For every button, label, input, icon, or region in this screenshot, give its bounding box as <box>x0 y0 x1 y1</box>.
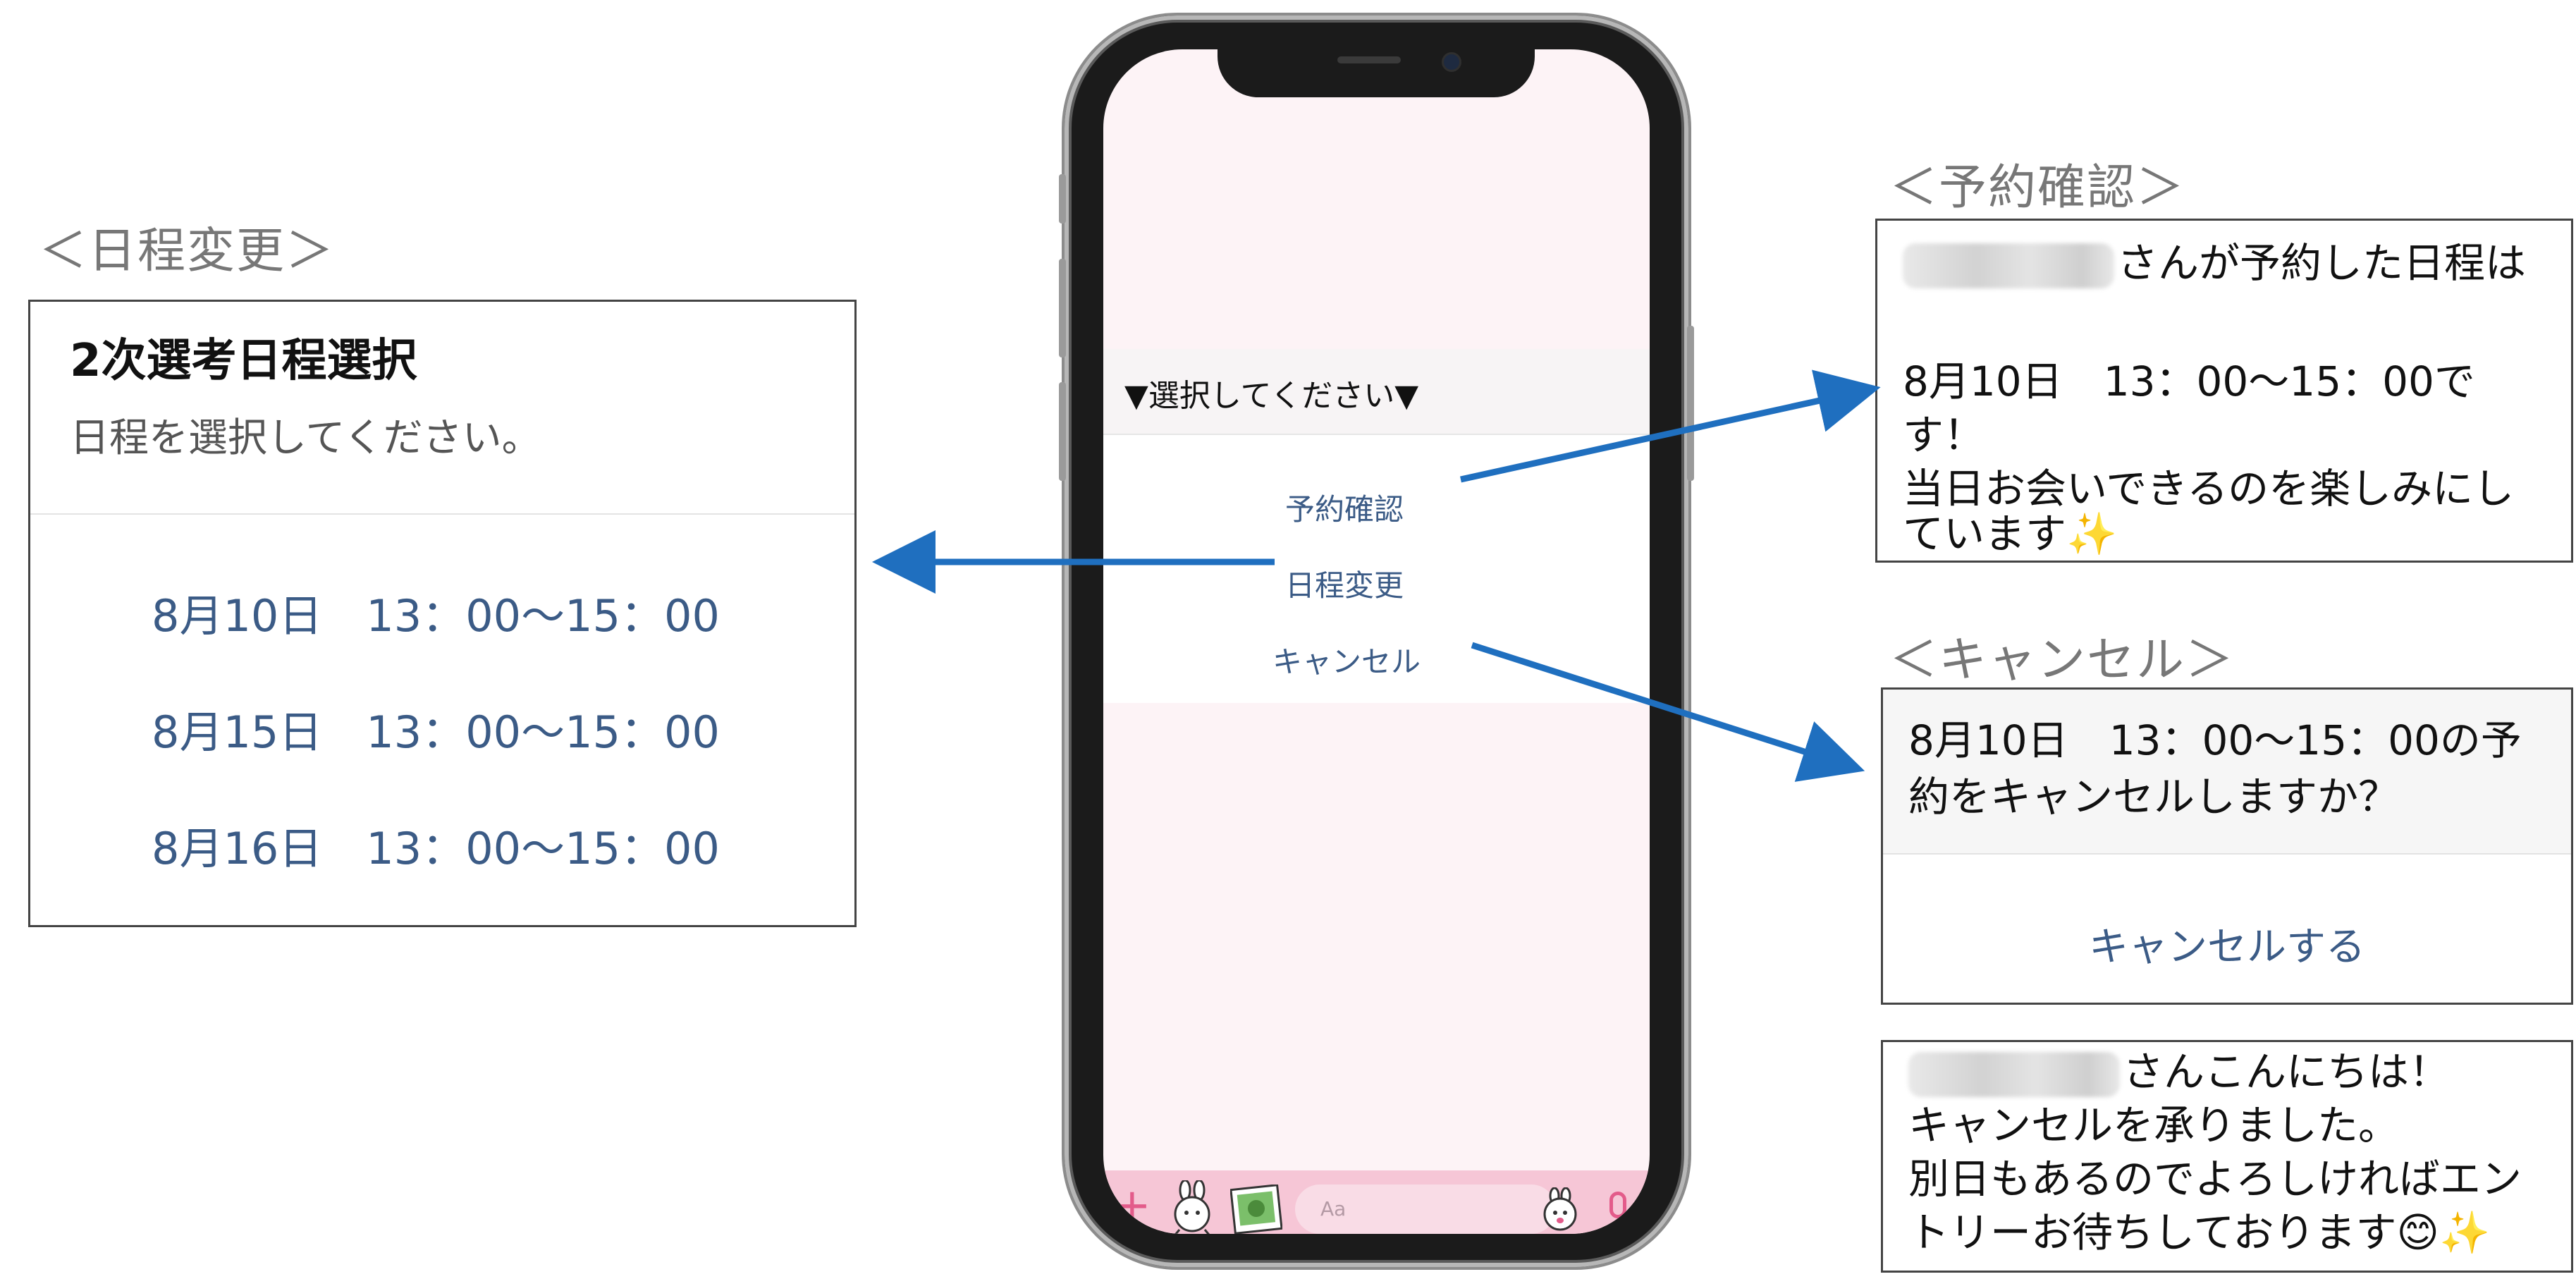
cancel-confirm-line-1: 8月10日 13：00～15：00の予 <box>1908 716 2522 764</box>
phone-notch <box>1218 34 1535 97</box>
date-option-2[interactable]: 8月15日 13：00～15：00 <box>152 706 720 758</box>
phone-volume-up <box>1059 259 1066 357</box>
reschedule-section-label: ＜日程変更＞ <box>39 224 336 279</box>
menu-item-reservation-confirm[interactable]: 予約確認 <box>1285 492 1404 527</box>
rich-menu-options: 予約確認 日程変更 キャンセル <box>1103 435 1650 703</box>
cancel-confirm-question <box>1883 690 2571 855</box>
cancel-done-line-3: 別日もあるのでよろしければエン <box>1908 1155 2522 1203</box>
phone-camera <box>1442 52 1461 72</box>
cancel-done-line-2: キャンセルを承りました。 <box>1908 1101 2400 1149</box>
cancel-done-line-4: トリーお待ちしております😊✨ <box>1908 1208 2491 1256</box>
cancel-done-line-1-text: さんこんにちは！ <box>2123 1048 2451 1096</box>
confirm-line-3: す！ <box>1903 411 1985 459</box>
cancel-section-label: ＜キャンセル＞ <box>1889 632 2235 688</box>
confirm-line-5: ています✨ <box>1903 510 2118 558</box>
phone-frame: ▼選択してください▼ 予約確認 日程変更 キャンセル + Aa <box>1059 16 1694 1267</box>
plus-icon[interactable]: + <box>1113 1180 1151 1232</box>
rich-menu-header-text: ▼選択してください▼ <box>1124 378 1419 414</box>
cancel-done-message: さんこんにちは！ キャンセルを承りました。 別日もあるのでよろしければエン トリ… <box>1881 1040 2573 1273</box>
menu-item-reschedule[interactable]: 日程変更 <box>1285 568 1404 603</box>
message-input[interactable]: Aa <box>1295 1185 1556 1234</box>
reservation-confirm-message: さんが予約した日程は 8月10日 13：00～15：00で す！ 当日お会いでき… <box>1875 219 2573 563</box>
message-input-placeholder: Aa <box>1320 1197 1347 1220</box>
menu-item-cancel[interactable]: キャンセル <box>1272 644 1421 679</box>
chat-input-bar: + Aa <box>1103 1170 1650 1234</box>
date-option-1[interactable]: 8月10日 13：00～15：00 <box>152 590 720 642</box>
image-icon[interactable] <box>1230 1185 1282 1234</box>
cancel-confirm-line-2: 約をキャンセルしますか？ <box>1908 773 2400 821</box>
cancel-confirm-panel: 8月10日 13：00～15：00の予 約をキャンセルしますか？ キャンセルする <box>1881 687 2573 1005</box>
confirm-section-label: ＜予約確認＞ <box>1889 160 2186 216</box>
reschedule-panel: 2次選考日程選択 日程を選択してください。 8月10日 13：00～15：00 … <box>28 300 857 927</box>
date-option-3[interactable]: 8月16日 13：00～15：00 <box>152 823 720 874</box>
phone-mute-switch <box>1059 174 1066 224</box>
blurred-username <box>1903 243 2114 288</box>
blurred-username <box>1908 1051 2120 1097</box>
reschedule-title: 2次選考日程選択 <box>70 335 417 387</box>
microphone-icon[interactable] <box>1609 1192 1626 1218</box>
phone-power-button <box>1687 326 1694 481</box>
reschedule-subtitle: 日程を選択してください。 <box>70 415 541 461</box>
sticker-icon[interactable] <box>1165 1180 1222 1234</box>
confirm-line-1-text: さんが予約した日程は <box>2117 239 2527 287</box>
phone-speaker <box>1337 56 1401 63</box>
emoji-icon[interactable] <box>1538 1187 1583 1232</box>
cancel-reservation-button[interactable]: キャンセルする <box>2089 924 2365 970</box>
confirm-line-2: 8月10日 13：00～15：00で <box>1903 357 2475 405</box>
reschedule-panel-header: 2次選考日程選択 日程を選択してください。 <box>30 302 854 515</box>
confirm-line-4: 当日お会いできるのを楽しみにし <box>1903 465 2515 513</box>
phone-volume-down <box>1059 382 1066 481</box>
cancel-done-line-1: さんこんにちは！ <box>1908 1042 2450 1101</box>
phone-screen: ▼選択してください▼ 予約確認 日程変更 キャンセル + Aa <box>1103 49 1650 1234</box>
microphone-icon-stem <box>1617 1221 1620 1231</box>
confirm-line-1: さんが予約した日程は <box>1903 233 2526 293</box>
rich-menu-header: ▼選択してください▼ <box>1103 349 1650 435</box>
